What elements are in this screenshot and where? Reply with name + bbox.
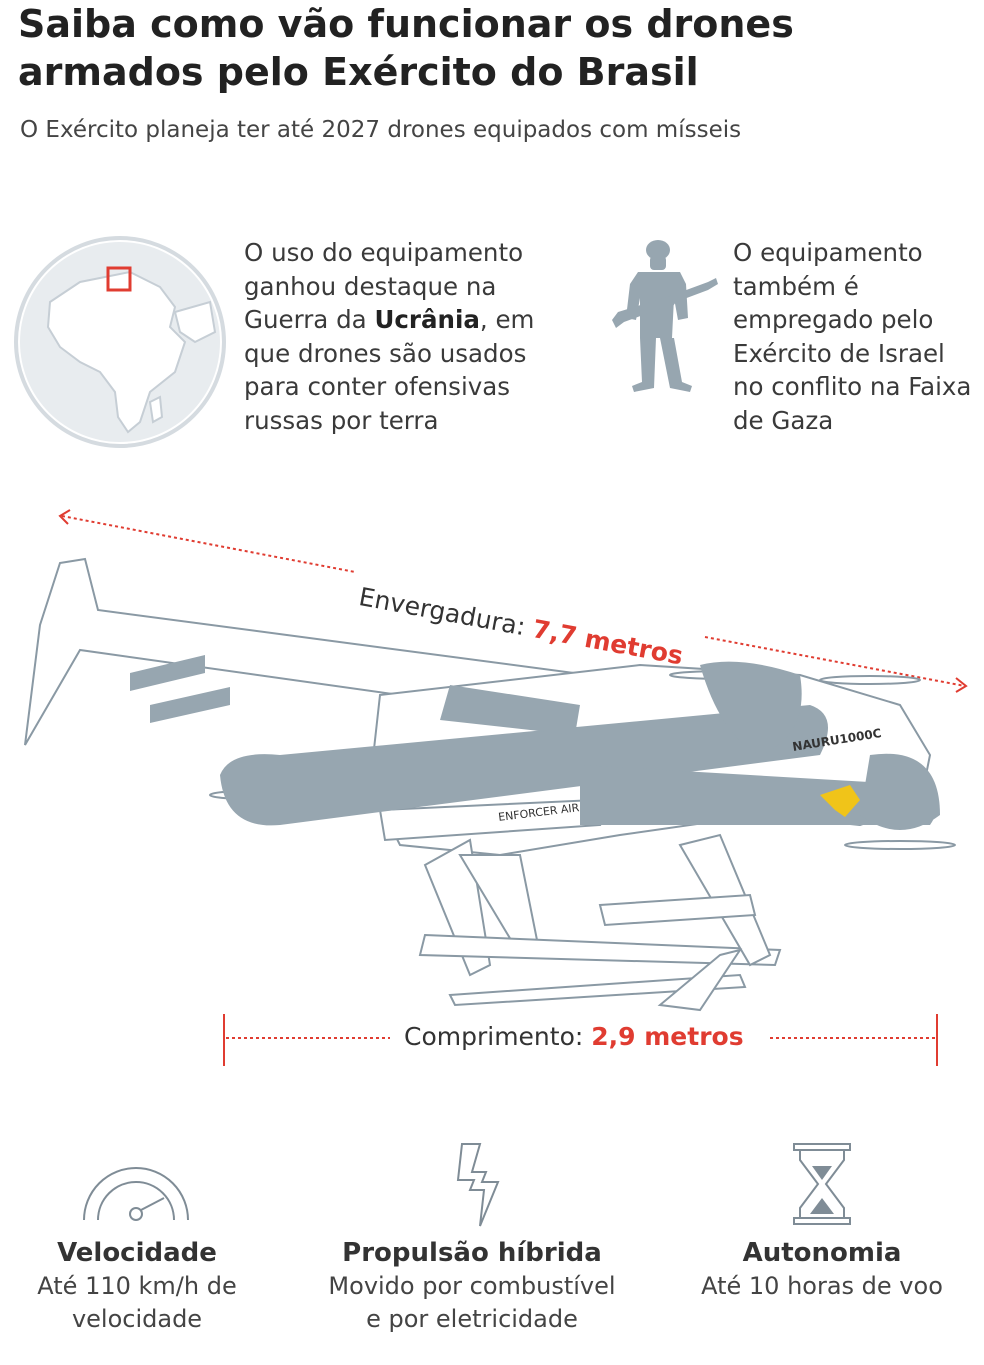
feature-speed: Velocidade Até 110 km/h de velocidade: [0, 1236, 302, 1336]
feature-autonomy-title: Autonomia: [742, 1238, 902, 1268]
globe-icon: [10, 232, 230, 452]
feature-propulsion-title: Propulsão híbrida: [342, 1238, 602, 1268]
feature-propulsion-desc-2: e por eletricidade: [366, 1305, 578, 1333]
fact-ukraine-text-end: , em que drones são usados para conter o…: [244, 305, 535, 435]
page-title: Saiba como vão funcionar os drones armad…: [18, 2, 794, 94]
feature-speed-desc-2: velocidade: [71, 1305, 203, 1333]
feature-speed-title: Velocidade: [57, 1238, 217, 1268]
feature-propulsion: Propulsão híbrida Movido por combustível…: [307, 1236, 637, 1336]
length-arrow: [0, 1010, 984, 1070]
speedometer-icon: [78, 1158, 194, 1228]
length-value: 2,9 metros: [591, 1022, 744, 1051]
page-subtitle: O Exército planeja ter até 2027 drones e…: [20, 117, 742, 143]
drone-illustration: [20, 555, 970, 1015]
fact-israel: O equipamento também é empregado pelo Ex…: [733, 238, 972, 435]
feature-autonomy: Autonomia Até 10 horas de voo: [657, 1236, 984, 1303]
wingspan-arrow: [0, 500, 984, 700]
lightning-icon: [440, 1142, 504, 1228]
fact-ukraine-bold: Ucrânia: [374, 305, 480, 334]
fact-ukraine-text: O uso do equipamento ganhou destaque na …: [244, 238, 524, 334]
fact-ukraine: O uso do equipamento ganhou destaque na …: [244, 236, 564, 437]
feature-propulsion-desc-1: Movido por combustível: [328, 1272, 616, 1300]
length-label: Comprimento: 2,9 metros: [404, 1022, 744, 1051]
feature-autonomy-desc-1: Até 10 horas de voo: [701, 1272, 943, 1300]
length-label-text: Comprimento:: [404, 1022, 584, 1051]
soldier-icon: [610, 238, 722, 398]
hourglass-icon: [790, 1142, 854, 1226]
feature-speed-desc-1: Até 110 km/h de: [37, 1272, 237, 1300]
